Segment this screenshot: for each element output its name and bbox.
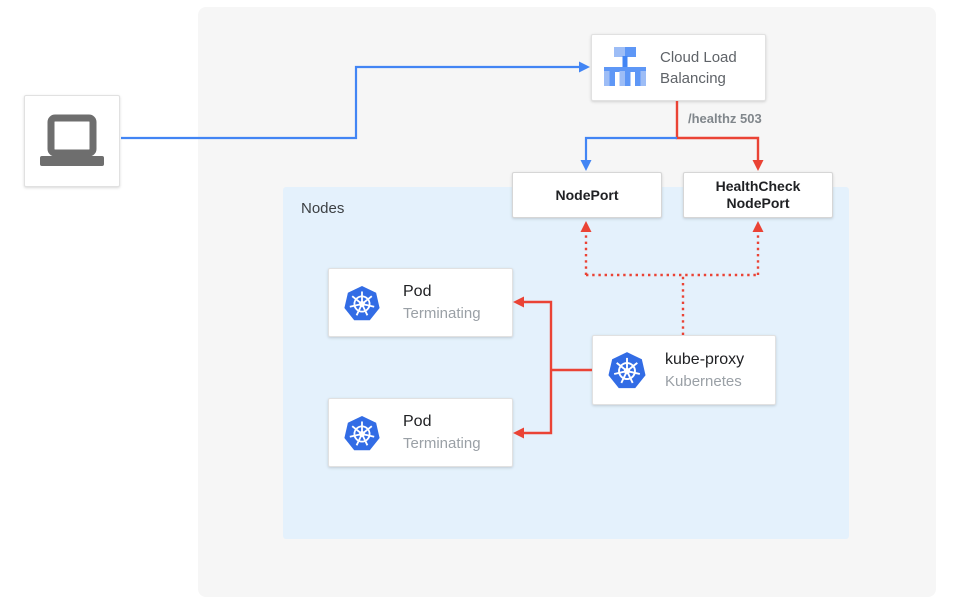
pod-status: Terminating xyxy=(403,435,481,452)
healthcheck-nodeport-label: HealthCheck NodePort xyxy=(715,178,801,211)
kube-proxy-node: kube-proxy Kubernetes xyxy=(592,335,776,405)
pod-status: Terminating xyxy=(403,305,481,322)
nodes-group-label: Nodes xyxy=(301,200,345,217)
kube-proxy-title: kube-proxy xyxy=(665,350,745,368)
client-node xyxy=(24,95,120,187)
pod-title: Pod xyxy=(403,283,432,300)
cloud-load-balancing-node: Cloud Load Balancing xyxy=(591,34,766,101)
laptop-icon xyxy=(40,114,104,166)
pod-node-1: Pod Terminating xyxy=(328,268,513,337)
kubernetes-icon xyxy=(344,415,380,450)
healthz-annotation: /healthz 503 xyxy=(688,111,762,126)
kube-proxy-subtitle: Kubernetes xyxy=(665,372,742,390)
pod-title: Pod xyxy=(403,413,432,430)
kubernetes-icon xyxy=(608,352,646,389)
nodeport-node: NodePort xyxy=(512,172,662,218)
pod-node-2: Pod Terminating xyxy=(328,398,513,467)
cloud-load-balancing-icon xyxy=(604,46,646,86)
cloud-load-balancing-label: Cloud Load Balancing xyxy=(660,48,737,87)
nodeport-label: NodePort xyxy=(555,186,619,203)
kubernetes-icon xyxy=(344,285,380,320)
healthcheck-nodeport-node: HealthCheck NodePort xyxy=(683,172,833,218)
